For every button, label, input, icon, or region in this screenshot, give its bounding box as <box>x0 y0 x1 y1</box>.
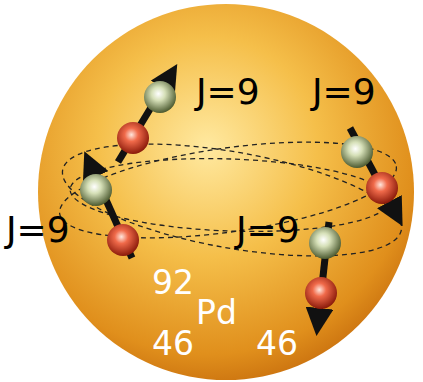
orbit-ellipses <box>54 123 410 277</box>
spin-label: J=9 <box>196 74 260 110</box>
spin-arrows <box>90 76 396 322</box>
nucleon-pairs <box>80 81 398 309</box>
spin-label: J=9 <box>6 212 70 248</box>
proton-number: 46 <box>152 327 194 360</box>
element-symbol: Pd <box>196 296 237 329</box>
nucleus-sphere <box>38 4 414 380</box>
mass-number: 92 <box>152 266 194 299</box>
spin-label: J=9 <box>236 212 300 248</box>
neutron-number: 46 <box>256 327 298 360</box>
spin-label: J=9 <box>312 74 376 110</box>
